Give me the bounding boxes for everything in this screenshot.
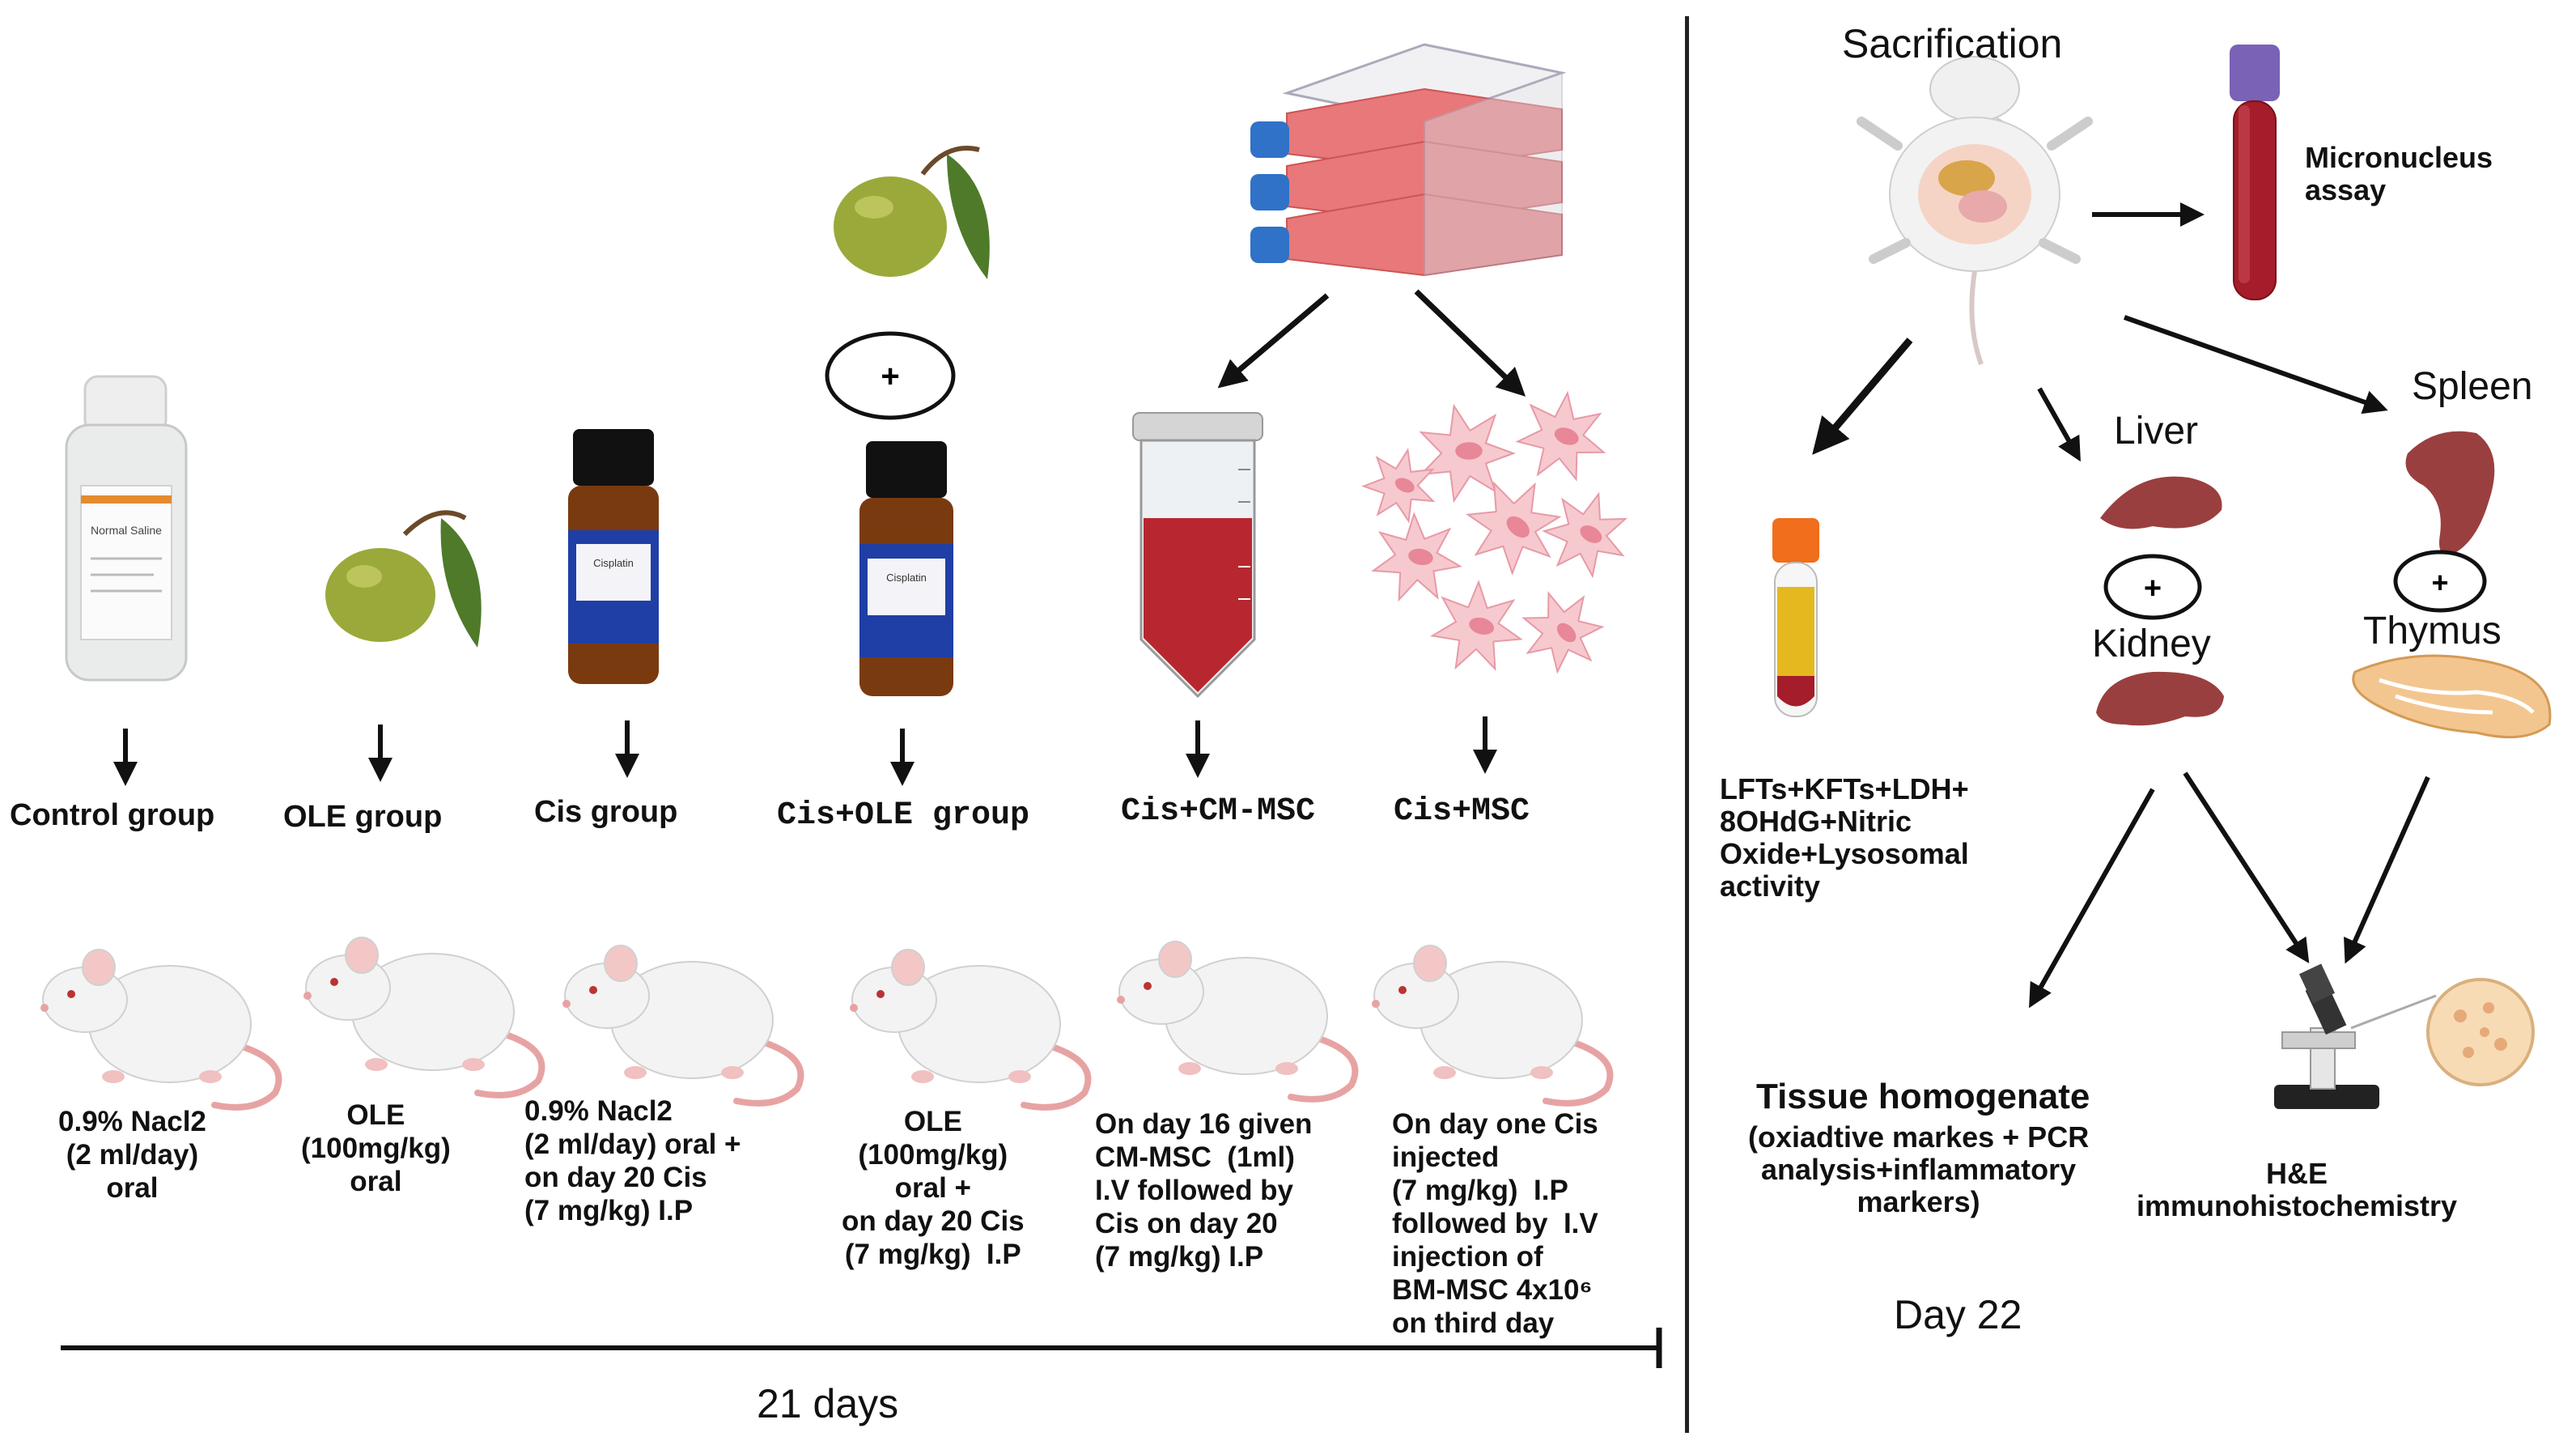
- rat-icon-1: [40, 949, 282, 1111]
- cisplatin-vial-icon-2: Cisplatin: [859, 441, 953, 696]
- plus-circle-icon-spleen-thymus: +: [2393, 550, 2487, 613]
- group-label-ole: OLE group: [283, 800, 443, 834]
- thymus-icon: [2352, 654, 2552, 739]
- treatment-cis-msc: On day one Cis injected (7 mg/kg) I.P fo…: [1392, 1108, 1598, 1339]
- svg-text:Cisplatin: Cisplatin: [593, 557, 634, 569]
- spleen-label: Spleen: [2412, 365, 2533, 408]
- group-arrows: [113, 716, 1497, 786]
- stem-cell-3: [1465, 481, 1562, 576]
- sacrification-label: Sacrification: [1842, 21, 2063, 66]
- group-label-control: Control group: [10, 798, 215, 832]
- liver-label: Liver: [2114, 410, 2199, 453]
- cisplatin-vial-icon-1: Cisplatin: [568, 429, 659, 684]
- thymus-to-microscope-arrow: [2344, 776, 2430, 964]
- to-liver-arrow: [2037, 387, 2081, 462]
- group-label-cis-msc: Cis+MSC: [1394, 793, 1530, 830]
- thymus-label: Thymus: [2363, 610, 2502, 652]
- day-22-label: Day 22: [1894, 1292, 2022, 1337]
- olive-icon-cis-ole: [834, 146, 990, 279]
- stem-cell-4: [1371, 512, 1463, 602]
- svg-text:+: +: [2431, 566, 2448, 599]
- to-spleen-arrow: [2124, 315, 2388, 414]
- plus-circle-icon: +: [825, 331, 956, 420]
- group-label-cis-ole: Cis+OLE group: [777, 797, 1030, 834]
- group-label-cis: Cis group: [534, 795, 678, 829]
- cell-culture-flask-icon: [1250, 43, 1567, 277]
- svg-text:+: +: [881, 359, 899, 394]
- svg-text:Normal Saline: Normal Saline: [91, 524, 162, 537]
- rat-icon-5: [1117, 941, 1359, 1103]
- to-tissue-homogenate-arrow: [2029, 788, 2155, 1009]
- dissected-mouse-icon: [1857, 56, 2093, 366]
- rat-icon-4: [850, 949, 1092, 1111]
- stem-cell-1: [1419, 403, 1516, 504]
- rat-icon-3: [562, 945, 804, 1107]
- svg-text:Cisplatin: Cisplatin: [886, 572, 927, 584]
- stem-cell-2: [1515, 390, 1606, 482]
- timeline-duration-label: 21 days: [757, 1381, 899, 1426]
- section-divider: [1685, 16, 1689, 1433]
- treatment-cis-cm-msc: On day 16 given CM-MSC (1ml) I.V followe…: [1095, 1108, 1313, 1273]
- treatment-cis: 0.9% Nacl2 (2 ml/day) oral + on day 20 C…: [524, 1095, 741, 1226]
- serum-tube-icon: [1772, 518, 1819, 717]
- flask-to-tube-arrow: [1217, 293, 1330, 389]
- svg-text:+: +: [2144, 572, 2162, 606]
- liver-icon: [2100, 476, 2222, 529]
- rat-icon-2: [303, 937, 545, 1099]
- flask-to-cells-arrow: [1414, 289, 1526, 397]
- treatment-ole: OLE (100mg/kg) oral: [301, 1099, 451, 1197]
- kidney-to-microscope-arrow: [2183, 771, 2310, 964]
- microscope-icon: [2274, 963, 2535, 1109]
- stem-cell-7: [1521, 591, 1605, 674]
- mice-row: [40, 937, 1614, 1111]
- conditioned-media-tube-icon: [1132, 412, 1263, 699]
- micronucleus-assay-label: Micronucleus assay: [2305, 141, 2493, 206]
- saline-bottle-icon: Normal Saline: [65, 375, 188, 682]
- spleen-icon: [2405, 431, 2495, 555]
- treatment-cis-ole: OLE (100mg/kg) oral + on day 20 Cis (7 m…: [842, 1106, 1025, 1270]
- rat-icon-6: [1372, 945, 1614, 1107]
- kidney-label: Kidney: [2092, 623, 2211, 665]
- treatment-control: 0.9% Nacl2 (2 ml/day) oral: [58, 1106, 206, 1204]
- olive-icon-ole: [325, 510, 482, 648]
- tissue-homogenate-title: Tissue homogenate: [1756, 1077, 2090, 1116]
- tissue-homogenate-detail: (oxiadtive markes + PCR analysis+inflamm…: [1748, 1120, 2090, 1218]
- to-blood-tests-arrow: [1812, 338, 1913, 455]
- stem-cell-5: [1542, 491, 1628, 579]
- kidney-icon: [2096, 671, 2224, 726]
- stem-cell-6: [1430, 580, 1523, 672]
- blood-tests-label: LFTs+KFTs+LDH+ 8OHdG+Nitric Oxide+Lysoso…: [1720, 772, 1969, 903]
- group-label-cis-cm-msc: Cis+CM-MSC: [1121, 793, 1316, 830]
- mesenchymal-stem-cells-icon: [1361, 390, 1628, 674]
- histology-label: H&E immunohistochemistry: [2137, 1157, 2458, 1222]
- plus-circle-icon-liver-kidney: +: [2103, 554, 2202, 620]
- blood-tube-icon: [2230, 45, 2280, 300]
- stem-cell-8: [1361, 448, 1436, 524]
